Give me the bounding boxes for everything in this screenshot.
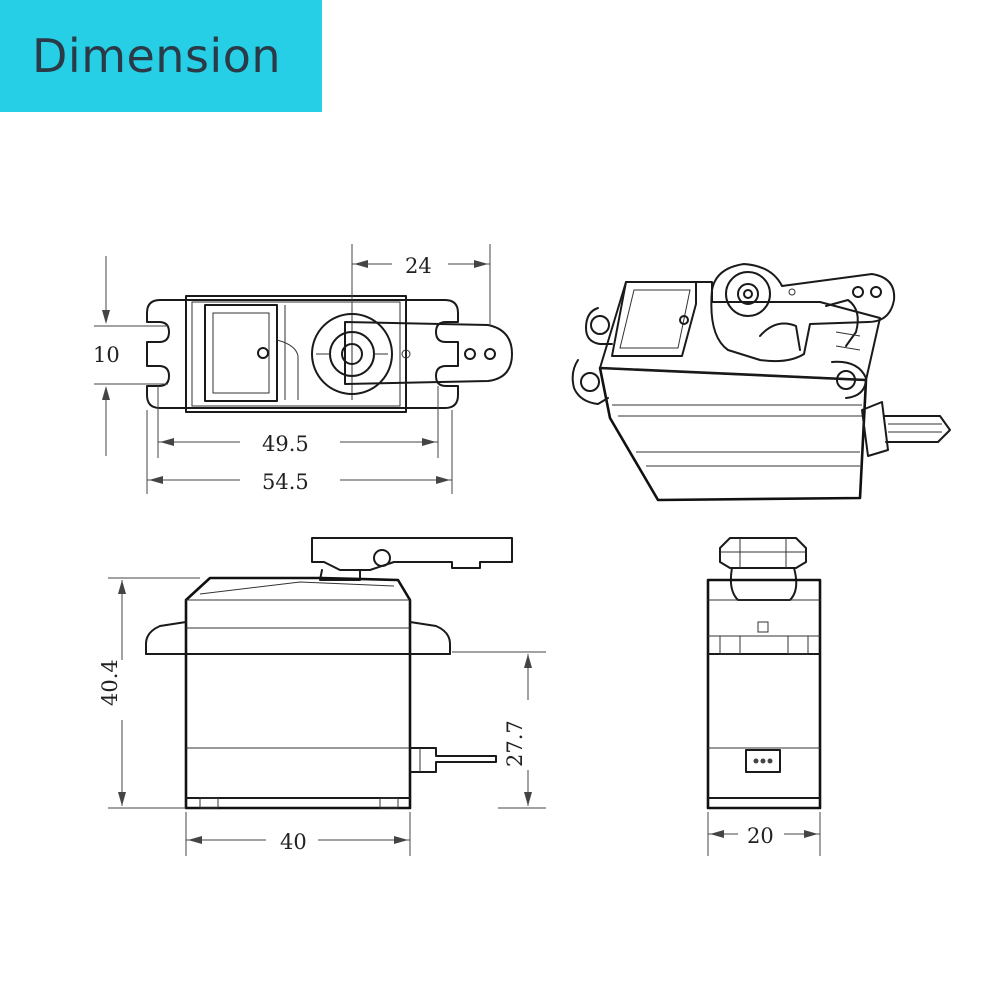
top-view: 24 10 49.5 54.5 <box>93 244 513 494</box>
dim-overall-length: 54.5 <box>262 470 309 494</box>
dim-body-length: 40 <box>280 830 307 854</box>
dim-tab-height: 10 <box>93 343 120 367</box>
side-view: 40.4 27.7 40 <box>98 537 546 856</box>
end-view: 20 <box>706 537 822 856</box>
dim-height: 40.4 <box>98 659 122 706</box>
dim-width: 20 <box>747 824 774 848</box>
isometric-view <box>571 263 951 502</box>
page-title: Dimension <box>32 29 282 83</box>
title-banner: Dimension <box>0 0 322 112</box>
dim-horn-offset: 24 <box>405 254 432 278</box>
dim-mount-hole-spacing: 49.5 <box>262 432 309 456</box>
dim-tab-to-base: 27.7 <box>503 720 527 767</box>
